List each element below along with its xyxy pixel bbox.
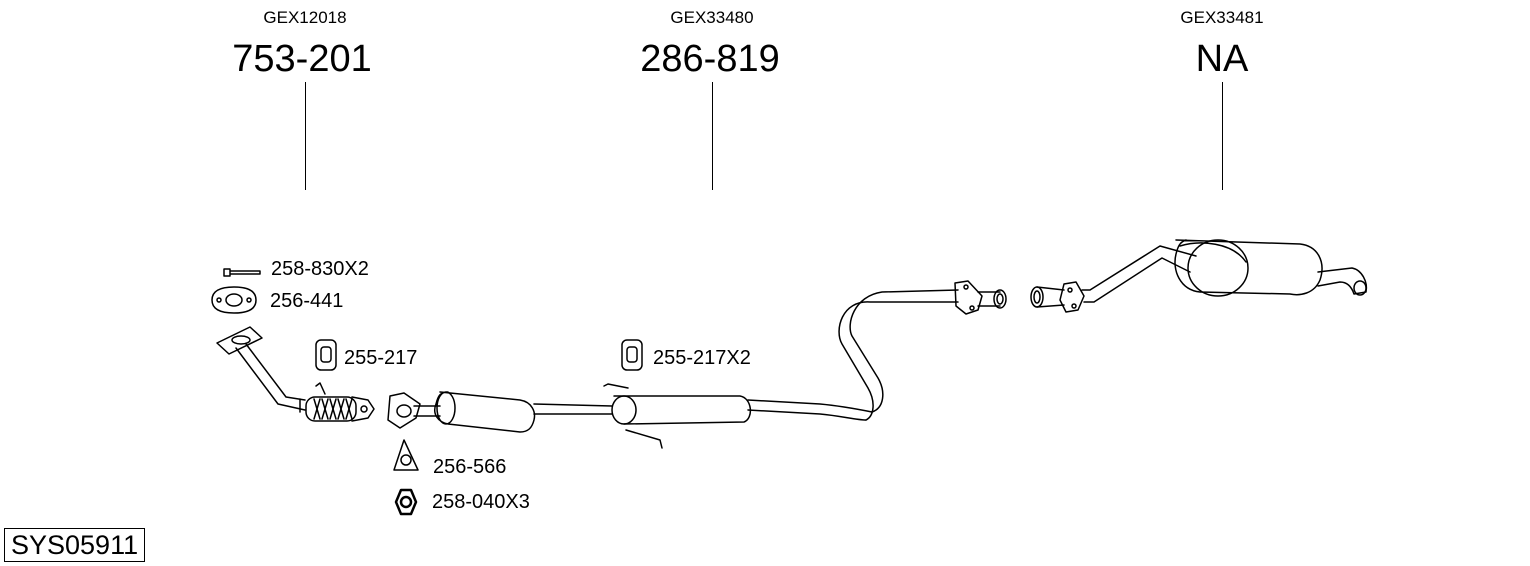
bolt-icon <box>223 268 261 277</box>
section-1-leader-line <box>305 82 306 190</box>
front-pipe <box>216 326 375 422</box>
rear-silencer <box>1030 239 1368 313</box>
accessory-label-hex-nut[interactable]: 258-040X3 <box>432 491 530 513</box>
section-2-part-number[interactable]: 286-819 <box>640 38 780 80</box>
gasket-oval-icon <box>211 286 257 314</box>
accessory-label-hanger-x2[interactable]: 255-217X2 <box>653 347 751 369</box>
section-2-code: GEX33480 <box>670 8 754 27</box>
middle-pipe-and-silencers <box>387 280 1007 449</box>
rubber-hanger-icon <box>621 339 643 371</box>
section-3-code: GEX33481 <box>1180 8 1264 27</box>
section-1-code: GEX12018 <box>263 8 347 27</box>
accessory-label-bolt[interactable]: 258-830X2 <box>271 258 369 280</box>
section-3-part-number[interactable]: NA <box>1195 38 1249 80</box>
system-code-box: SYS05911 <box>4 528 146 562</box>
accessory-label-gasket-oval[interactable]: 256-441 <box>270 290 344 312</box>
rubber-hanger-icon <box>315 339 337 371</box>
section-1-part-number[interactable]: 753-201 <box>232 38 372 80</box>
section-2-leader-line <box>712 82 713 190</box>
accessory-label-gasket-triangle[interactable]: 256-566 <box>433 456 507 478</box>
accessory-label-hanger[interactable]: 255-217 <box>344 347 418 369</box>
hex-nut-icon <box>394 488 418 516</box>
section-3-leader-line <box>1222 82 1223 190</box>
gasket-triangle-icon <box>393 439 419 471</box>
